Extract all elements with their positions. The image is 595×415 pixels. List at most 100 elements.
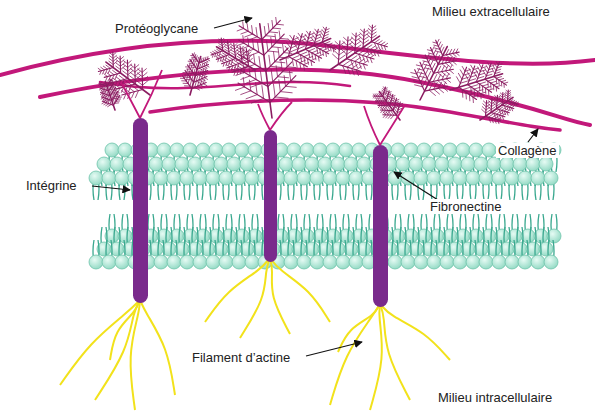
proteoglycan-branch	[103, 66, 107, 69]
proteoglycan-branch	[259, 57, 260, 68]
proteoglycan-branch	[314, 32, 317, 36]
lipid-head	[196, 143, 210, 157]
proteoglycan-branch	[432, 63, 435, 69]
proteoglycan-branch	[192, 60, 194, 63]
proteoglycan-branch	[507, 112, 508, 115]
proteoglycan-branch	[191, 55, 194, 56]
proteoglycan-branch	[316, 37, 321, 39]
proteoglycan-branch	[303, 41, 307, 46]
proteoglycan-branch	[106, 100, 107, 103]
proteoglycan-branch	[433, 81, 439, 86]
proteoglycan-branch	[207, 59, 210, 60]
fibronectin-strand	[258, 104, 270, 130]
lipid-head	[300, 143, 314, 157]
proteoglycan-branch	[287, 66, 296, 68]
proteoglycan-branch	[445, 58, 448, 63]
proteoglycan-branch	[488, 89, 493, 90]
proteoglycan-branch	[109, 61, 113, 64]
proteoglycan-branch	[277, 24, 284, 26]
proteoglycan-branch	[487, 106, 491, 109]
lipid-head	[193, 171, 207, 185]
lipid-head	[279, 157, 293, 171]
proteoglycan-branch	[430, 59, 436, 61]
proteoglycan-branch	[429, 90, 435, 95]
proteoglycan-branch	[477, 91, 478, 97]
proteoglycan-branch	[104, 83, 106, 86]
lipid-head	[157, 143, 171, 157]
proteoglycan-branch	[242, 55, 246, 59]
proteoglycan-branch	[204, 74, 205, 78]
lipid-head	[526, 157, 540, 171]
proteoglycan-branch	[104, 87, 106, 90]
proteoglycan-branch	[469, 79, 476, 81]
proteoglycan-branch	[493, 85, 494, 90]
proteoglycan-branch	[356, 70, 358, 76]
proteoglycan-branch	[496, 62, 498, 65]
proteoglycan-branch	[325, 42, 330, 44]
lipid-head	[232, 255, 246, 269]
proteoglycan-branch	[497, 103, 501, 106]
proteoglycan-branch	[477, 90, 483, 92]
proteoglycan-branch	[112, 95, 113, 99]
proteoglycan-branch	[231, 66, 232, 71]
proteoglycan-branch	[220, 57, 221, 61]
part-label: Milieu intracellulaire	[436, 390, 554, 405]
lipid-head	[539, 157, 553, 171]
proteoglycan-branch	[245, 34, 253, 37]
proteoglycan-branch	[438, 61, 456, 65]
lipid-head	[284, 255, 298, 269]
proteoglycan-branch	[128, 71, 133, 75]
lipid-head	[162, 157, 176, 171]
lipid-head	[469, 143, 483, 157]
proteoglycan-branch	[248, 38, 249, 46]
proteoglycan-branch	[502, 98, 505, 100]
lipid-head	[154, 171, 168, 185]
proteoglycan-branch	[109, 85, 111, 88]
proteoglycan-branch	[298, 33, 301, 37]
lipid-head	[331, 157, 345, 171]
proteoglycan-branch	[363, 64, 365, 69]
proteoglycan-branch	[499, 78, 504, 79]
proteoglycan-branch	[381, 45, 383, 50]
proteoglycan-branch	[116, 66, 121, 70]
proteoglycan-branch	[113, 70, 118, 74]
proteoglycan-branch	[108, 86, 109, 89]
proteoglycan-branch	[374, 39, 379, 42]
proteoglycan-branch	[499, 110, 501, 114]
lipid-head	[240, 157, 254, 171]
proteoglycan-branch	[330, 36, 380, 70]
lipid-head	[531, 255, 545, 269]
proteoglycan-branch	[507, 106, 508, 110]
proteoglycan-branch	[325, 32, 329, 34]
proteoglycan-branch	[306, 43, 312, 46]
proteoglycan-branch	[192, 54, 199, 63]
lipid-head	[482, 143, 496, 157]
lipid-head	[414, 171, 428, 185]
proteoglycan-branch	[324, 34, 329, 36]
proteoglycan-branch	[437, 39, 439, 43]
proteoglycan-branch	[101, 82, 103, 84]
proteoglycan-branch	[270, 66, 281, 67]
proteoglycan-branch	[462, 66, 465, 71]
lipid-head	[544, 171, 558, 185]
proteoglycan-branch	[106, 104, 109, 106]
proteoglycan-branch	[193, 59, 197, 60]
proteoglycan-branch	[375, 96, 377, 98]
proteoglycan-branch	[275, 97, 288, 98]
proteoglycan-branch	[275, 34, 276, 42]
proteoglycan-branch	[108, 104, 111, 106]
proteoglycan-branch	[427, 71, 430, 78]
proteoglycan-branch	[190, 81, 191, 86]
lipid-head	[89, 171, 103, 185]
proteoglycan-branch	[377, 94, 379, 97]
proteoglycan-branch	[428, 53, 433, 54]
proteoglycan-branch	[118, 88, 120, 93]
proteoglycan-branch	[372, 29, 376, 32]
proteoglycan-branch	[485, 79, 499, 89]
proteoglycan-branch	[509, 105, 512, 107]
proteoglycan-branch	[427, 50, 432, 51]
proteoglycan-branch	[347, 42, 352, 46]
proteoglycan-branch	[229, 46, 232, 49]
proteoglycan-branch	[453, 57, 455, 61]
proteoglycan-branch	[377, 96, 379, 98]
